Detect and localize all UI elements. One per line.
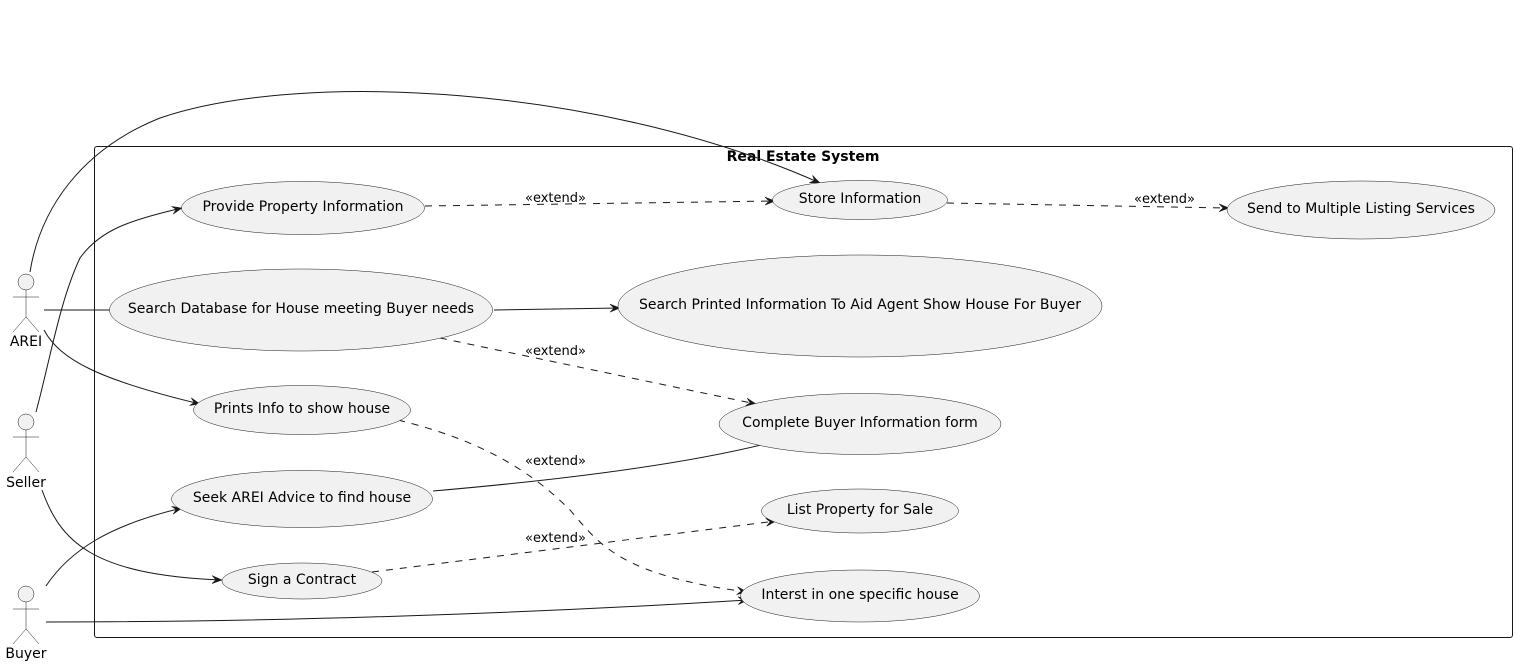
svg-text:Complete Buyer Information for: Complete Buyer Information form [742, 415, 978, 431]
actor-label-buyer: Buyer [5, 646, 46, 662]
extend-label-store-send: «extend» [1134, 192, 1195, 207]
actor-arei: AREI [10, 273, 42, 350]
svg-text:Send to Multiple Listing Servi: Send to Multiple Listing Services [1247, 201, 1475, 217]
edge-arei-store [29, 91, 820, 273]
actor-label-arei: AREI [10, 334, 42, 350]
edge-searchdb-printed [493, 308, 620, 310]
use-case-sign-a-contract: Sign a Contract [221, 562, 383, 600]
system-boundary [94, 146, 1513, 638]
svg-text:Provide Property Information: Provide Property Information [202, 199, 403, 215]
edge-seller-sign [41, 489, 222, 580]
extend-label-prints-interest: «extend» [525, 454, 586, 469]
svg-text:Prints Info to show house: Prints Info to show house [214, 401, 390, 417]
use-case-search-database: Search Database for House meeting Buyer … [109, 268, 493, 352]
svg-text:List Property for Sale: List Property for Sale [787, 502, 933, 518]
use-case-store-information: Store Information [772, 180, 948, 220]
actor-label-seller: Seller [6, 475, 46, 491]
use-case-complete-buyer-information-form: Complete Buyer Information form [718, 393, 1002, 455]
extend-provide-store [424, 201, 775, 207]
edge-arei-prints [43, 329, 200, 404]
extend-prints-interest [397, 419, 747, 592]
extend-label-sign-list: «extend» [525, 531, 586, 546]
edge-seek-complete [432, 443, 766, 492]
use-case-seek-arei-advice: Seek AREI Advice to find house [171, 470, 433, 528]
svg-text:Sign a Contract: Sign a Contract [248, 572, 357, 588]
svg-text:Interst in one specific house: Interst in one specific house [761, 587, 958, 603]
edge-buyer-seek [45, 508, 182, 587]
extend-label-searchdb-complete: «extend» [525, 344, 586, 359]
use-case-send-to-multiple-listing-services: Send to Multiple Listing Services [1226, 180, 1496, 240]
extend-searchdb-complete [439, 337, 756, 404]
svg-text:Store Information: Store Information [799, 191, 922, 207]
use-case-interest-in-one-specific-house: Interst in one specific house [740, 569, 980, 623]
edge-buyer-interest [45, 600, 748, 623]
use-case-provide-property-information: Provide Property Information [181, 181, 425, 235]
use-case-list-property-for-sale: List Property for Sale [761, 488, 959, 534]
extend-sign-list [371, 521, 776, 573]
edge-seller-provide [35, 208, 182, 413]
use-case-search-printed-information: Search Printed Information To Aid Agent … [617, 254, 1103, 358]
system-title: Real Estate System [727, 149, 880, 165]
svg-text:Search Database for House meet: Search Database for House meeting Buyer … [128, 301, 474, 317]
svg-text:Search Printed Information To: Search Printed Information To Aid Agent … [639, 297, 1081, 313]
extend-label-provide-store: «extend» [525, 191, 586, 206]
extend-store-send [946, 202, 1229, 208]
actor-buyer: Buyer [5, 585, 47, 662]
use-case-prints-info: Prints Info to show house [193, 385, 411, 435]
svg-text:Seek AREI Advice to find house: Seek AREI Advice to find house [193, 490, 411, 506]
actor-seller: Seller [6, 413, 46, 491]
